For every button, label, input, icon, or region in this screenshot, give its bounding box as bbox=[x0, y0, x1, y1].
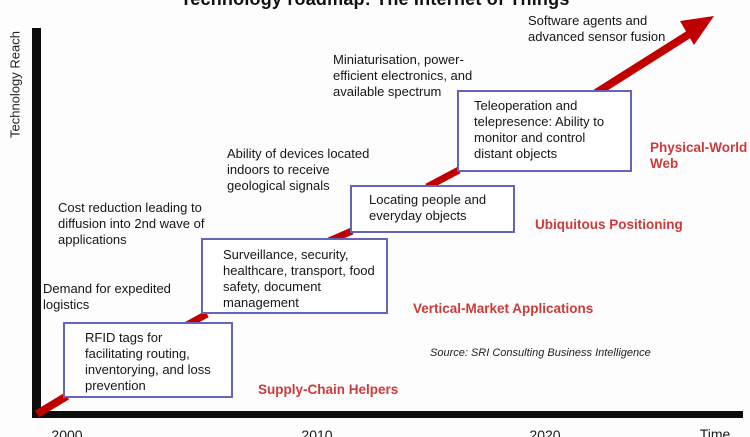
x-axis-line bbox=[32, 411, 743, 418]
step-box-rfid: RFID tags for facilitating routing, inve… bbox=[63, 322, 233, 398]
phase-label-supply-chain: Supply-Chain Helpers bbox=[258, 382, 399, 397]
phase-label-physical-world-web: Physical-World Web bbox=[650, 140, 748, 171]
annotation-indoor-devices: Ability of devices located indoors to re… bbox=[227, 146, 370, 193]
annotation-cost-reduction: Cost reduction leading to diffusion into… bbox=[58, 200, 205, 247]
step-box-vertical-market-label: Surveillance, security, healthcare, tran… bbox=[223, 247, 375, 310]
arrowhead-icon bbox=[680, 16, 714, 45]
y-axis-line bbox=[32, 28, 41, 418]
step-box-teleoperation: Teleoperation and telepresence: Ability … bbox=[457, 90, 632, 172]
step-box-locating: Locating people and everyday objects bbox=[350, 185, 515, 233]
source-credit: Source: SRI Consulting Business Intellig… bbox=[430, 347, 651, 359]
phase-label-ubiquitous-positioning: Ubiquitous Positioning bbox=[535, 217, 683, 232]
annotation-software-agents: Software agents and advanced sensor fusi… bbox=[528, 13, 666, 44]
x-tick-2010: 2010 bbox=[301, 427, 333, 437]
x-axis-time-label: Time bbox=[699, 426, 731, 437]
step-box-teleoperation-label: Teleoperation and telepresence: Ability … bbox=[474, 98, 605, 161]
phase-label-vertical-market: Vertical-Market Applications bbox=[413, 301, 594, 316]
diagram-title: Technology roadmap: The Internet of Thin… bbox=[0, 0, 750, 10]
x-tick-2020: 2020 bbox=[529, 427, 561, 437]
y-axis-label: Technology Reach bbox=[7, 31, 23, 138]
annotation-expedited-logistics: Demand for expedited logistics bbox=[43, 281, 171, 312]
step-box-vertical-market: Surveillance, security, healthcare, tran… bbox=[201, 238, 388, 314]
x-tick-2000: 2000 bbox=[51, 427, 83, 437]
annotation-miniaturisation: Miniaturisation, power-efficient electro… bbox=[333, 52, 473, 99]
step-box-locating-label: Locating people and everyday objects bbox=[369, 192, 487, 223]
step-box-rfid-label: RFID tags for facilitating routing, inve… bbox=[85, 330, 211, 393]
